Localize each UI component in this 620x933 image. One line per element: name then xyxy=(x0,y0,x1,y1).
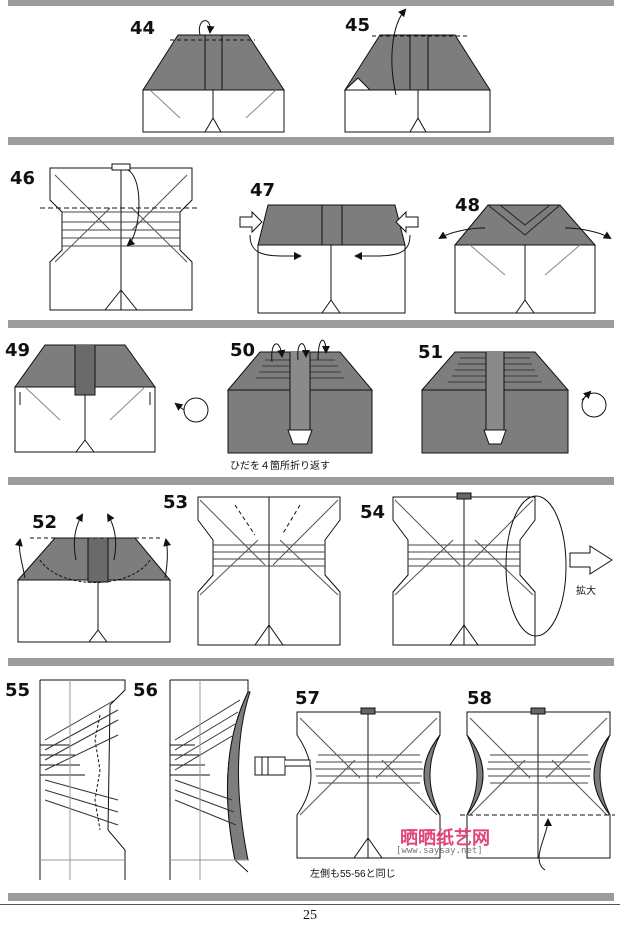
step-number-44: 44 xyxy=(130,18,156,39)
step-55-detail xyxy=(39,679,126,880)
step-45-model xyxy=(343,8,491,133)
watermark-cn: 晒晒纸艺网 xyxy=(400,828,490,849)
step-50-note: ひだを４箇所折り返す xyxy=(230,461,330,472)
step-46-model xyxy=(40,163,200,311)
step-44-model xyxy=(142,20,285,133)
step-number-52: 52 xyxy=(32,512,58,533)
step-58-model xyxy=(460,707,615,871)
step-number-51: 51 xyxy=(418,342,444,363)
step-number-53: 53 xyxy=(163,492,189,513)
step-number-46: 46 xyxy=(10,168,36,189)
section-band-4 xyxy=(8,477,614,485)
footer-rule xyxy=(0,904,620,905)
step-47-model xyxy=(239,204,419,314)
step-57-note: 左側も55-56と同じ xyxy=(310,869,396,880)
step-number-47: 47 xyxy=(250,180,276,201)
step-number-50: 50 xyxy=(230,340,256,361)
step-number-49: 49 xyxy=(5,340,31,361)
step-56-detail xyxy=(169,679,251,880)
section-band-2 xyxy=(8,137,614,145)
step-54-enlarge-note: 拡大 xyxy=(576,586,596,597)
page-number: 25 xyxy=(303,908,317,923)
step-50-model xyxy=(226,339,374,454)
step-51-model xyxy=(420,351,607,454)
step-number-57: 57 xyxy=(295,688,321,709)
step-number-48: 48 xyxy=(455,195,481,216)
step-number-54: 54 xyxy=(360,502,386,523)
pointing-hand-icon xyxy=(254,756,311,776)
section-band-6 xyxy=(8,893,614,901)
watermark-url: [www.saysay.net] xyxy=(396,846,483,856)
step-number-58: 58 xyxy=(467,688,493,709)
section-band-3 xyxy=(8,320,614,328)
section-band-5 xyxy=(8,658,614,666)
step-number-55: 55 xyxy=(5,680,31,701)
step-number-45: 45 xyxy=(345,15,371,36)
step-57-model xyxy=(254,707,441,859)
section-band-1 xyxy=(8,0,614,6)
step-52-model xyxy=(14,513,172,643)
step-54-model xyxy=(392,492,613,646)
step-53-model xyxy=(197,496,341,646)
step-49-model xyxy=(14,344,209,453)
step-48-model xyxy=(438,204,612,314)
step-number-56: 56 xyxy=(133,680,159,701)
